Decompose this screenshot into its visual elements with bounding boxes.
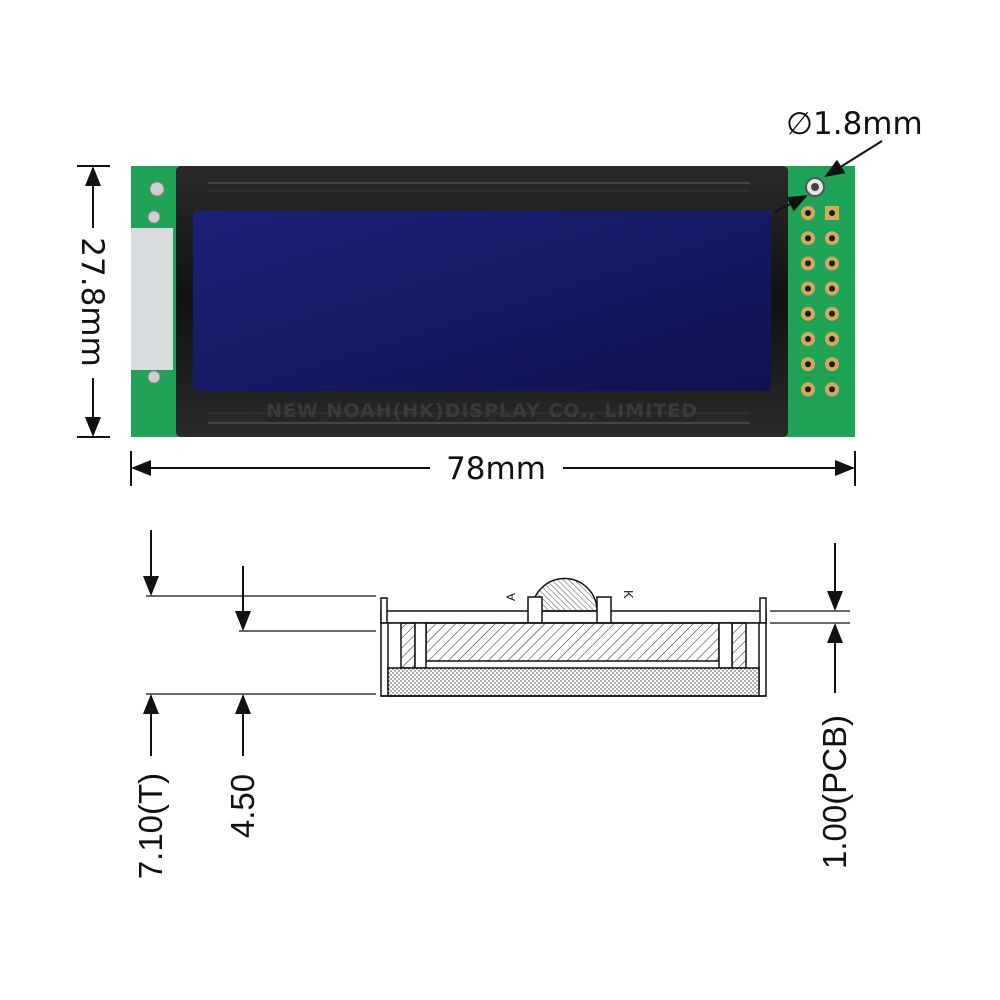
pin-hole — [805, 285, 811, 292]
company-watermark: NEW NOAH(HK)DISPLAY CO., LIMITED — [266, 400, 698, 422]
pin-hole — [829, 310, 835, 317]
pin-hole — [805, 310, 811, 317]
left-flex-strip — [131, 228, 173, 370]
pin-hole — [829, 260, 835, 267]
pin-header — [801, 206, 839, 397]
led-anode-label: A — [504, 593, 518, 601]
width-label: 78mm — [446, 451, 546, 487]
led-cathode-label: K — [621, 590, 636, 599]
lcd-viewing-area — [193, 211, 771, 391]
pin-hole — [829, 235, 835, 242]
pin-hole — [805, 336, 811, 342]
pin-hole — [829, 285, 835, 292]
module-thickness-label: 4.50 — [224, 774, 261, 838]
hole-diameter-annotation: ∅1.8mm — [774, 106, 923, 213]
pin-hole — [829, 361, 835, 368]
height-dimension: 27.8mm — [74, 165, 110, 438]
pin-hole — [805, 235, 811, 242]
pcb-thickness-label: 1.00(PCB) — [816, 715, 853, 869]
module-side-view — [380, 577, 767, 697]
module-top-view: NEW NOAH(HK)DISPLAY CO., LIMITED — [131, 166, 855, 437]
width-dimension: 78mm — [130, 451, 856, 487]
pin-hole — [829, 336, 835, 342]
side-backlight-base — [387, 667, 760, 697]
pin-hole — [829, 210, 835, 216]
pin-hole — [805, 260, 811, 267]
side-lcd-glass — [425, 622, 720, 662]
pin-hole — [829, 386, 835, 393]
left-mounting-holes — [147, 181, 165, 384]
side-pcb — [380, 610, 767, 624]
height-label: 27.8mm — [74, 237, 110, 366]
side-extension-lines — [146, 595, 850, 695]
pin-hole — [805, 210, 811, 216]
hole-diameter-label: ∅1.8mm — [786, 106, 923, 142]
total-thickness-label: 7.10(T) — [132, 773, 169, 879]
pin-hole — [805, 361, 811, 368]
pin-hole — [805, 386, 811, 393]
